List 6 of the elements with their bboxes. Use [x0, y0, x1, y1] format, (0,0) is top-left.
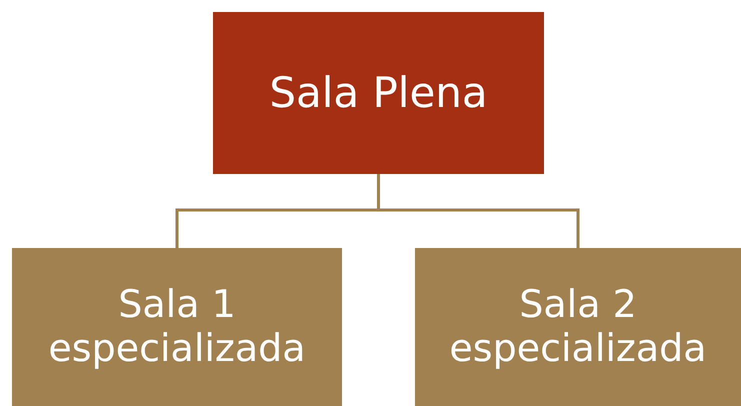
root-box — [213, 12, 544, 174]
box-label: Sala 1 especializada — [47, 283, 307, 371]
child-box — [415, 248, 741, 406]
box-label: Sala 2 especializada — [448, 283, 708, 371]
child-box — [12, 248, 342, 406]
box-label: Sala Plena — [269, 68, 488, 118]
